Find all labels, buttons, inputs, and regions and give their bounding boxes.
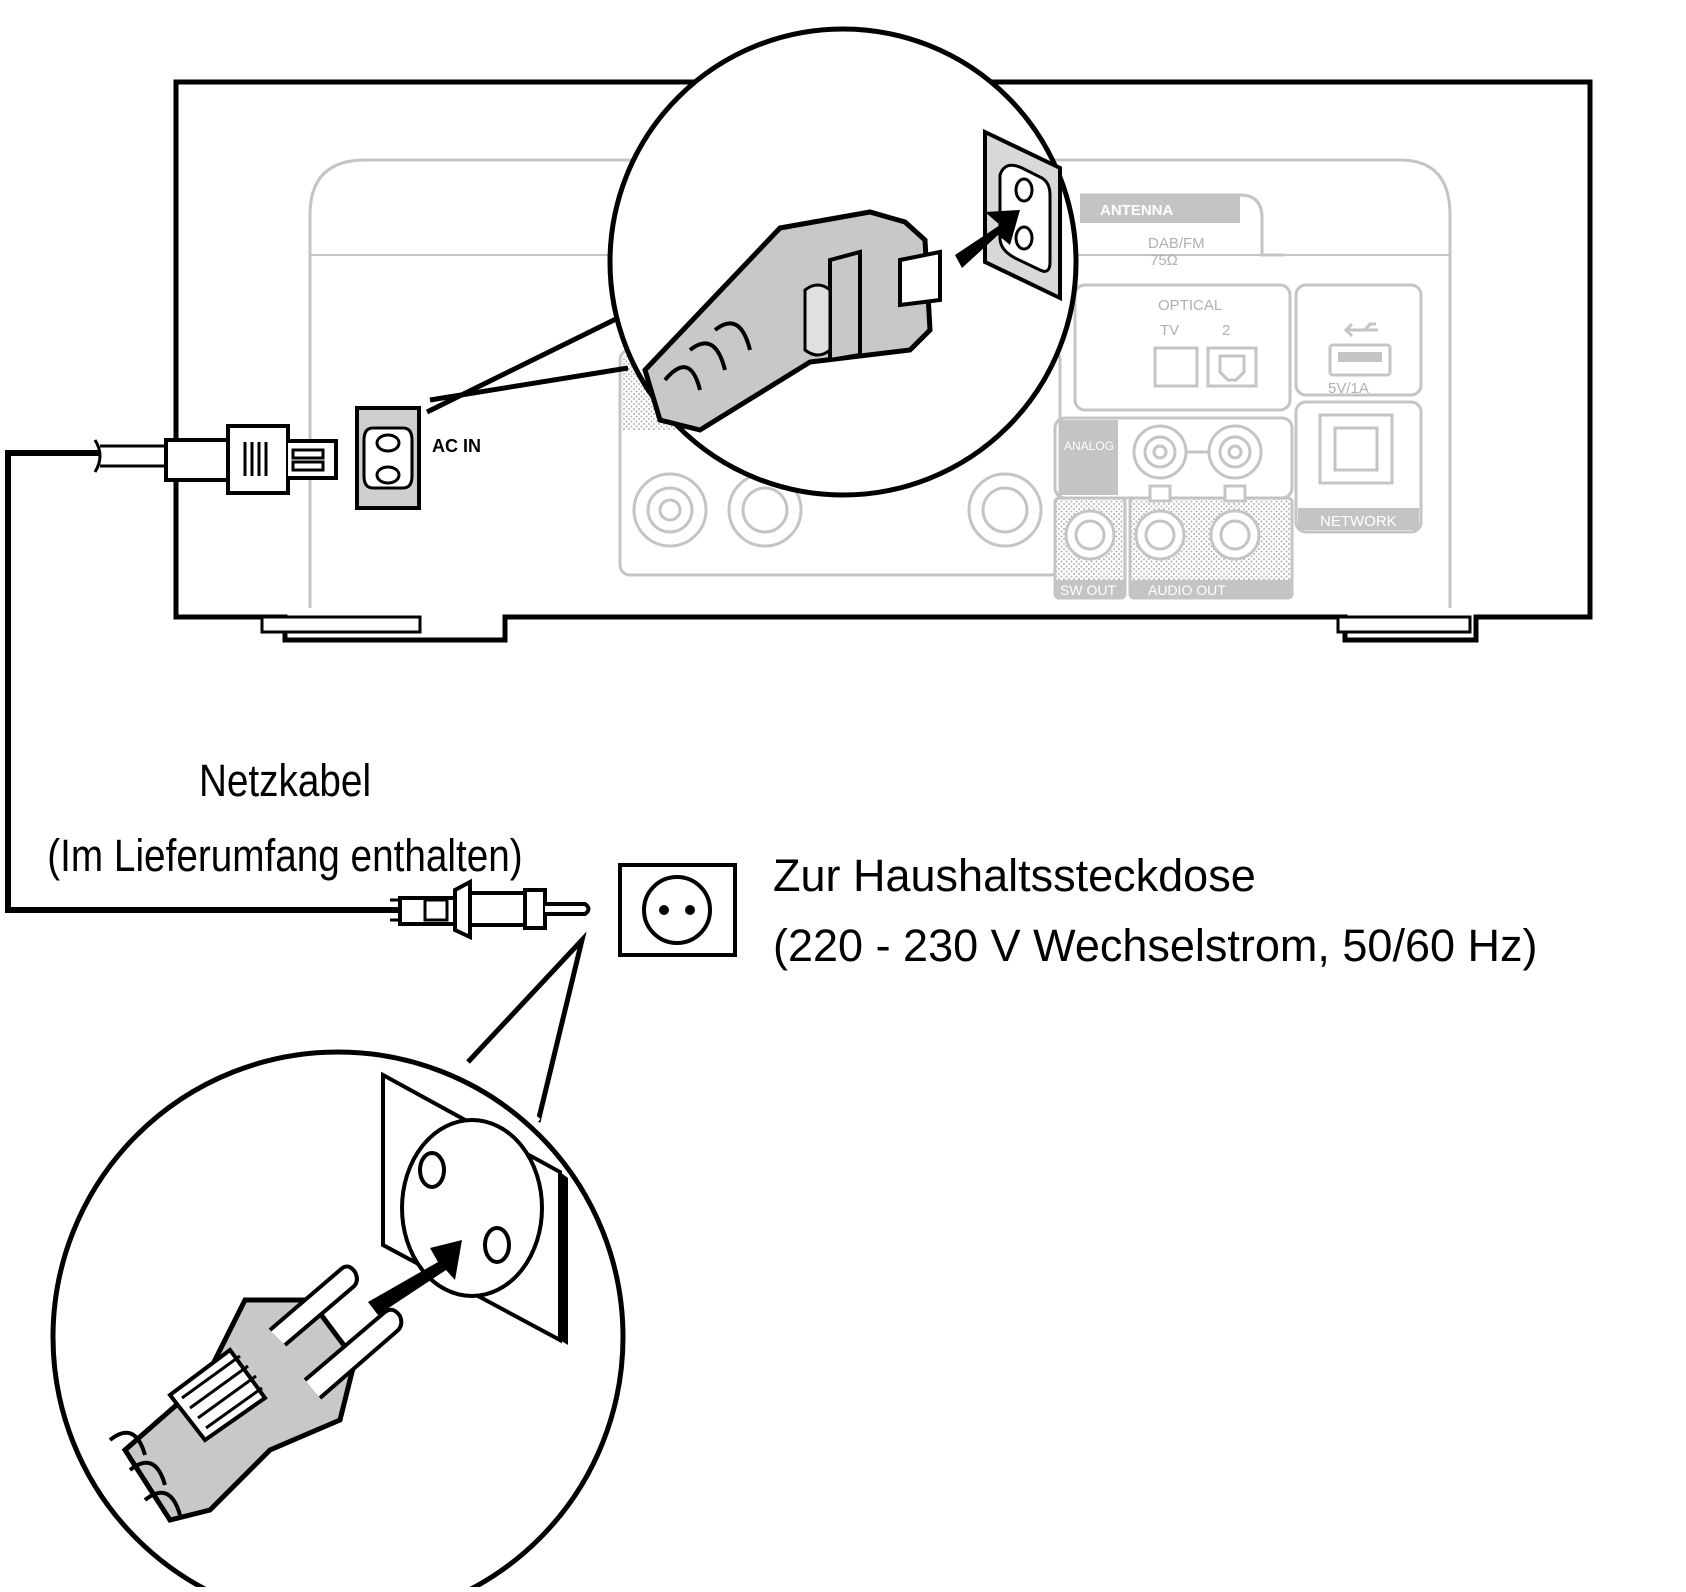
audio-out-label: AUDIO OUT bbox=[1148, 582, 1226, 598]
cable-title: Netzkabel bbox=[198, 755, 372, 806]
network-label: NETWORK bbox=[1320, 513, 1397, 530]
arrow-icon bbox=[955, 210, 1020, 268]
ac-in-label: AC IN bbox=[432, 436, 481, 456]
mains-plug bbox=[390, 878, 591, 941]
panel-labels: ANTENNA DAB/FM 75Ω OPTICAL TV 2 5V/1A NE… bbox=[1060, 202, 1397, 598]
iec-plug-closeup bbox=[642, 209, 942, 433]
channel-l-label: L bbox=[1229, 486, 1236, 501]
antenna-impedance-label: 75Ω bbox=[1150, 252, 1178, 269]
cable-note: (Im Lieferumfang enthalten) bbox=[47, 830, 523, 881]
schuko-plug-closeup bbox=[108, 1264, 404, 1523]
speaker-terminal bbox=[632, 472, 1043, 548]
analog-in-label: ANALOG IN bbox=[1064, 439, 1129, 453]
zoom-callout-outlet bbox=[50, 931, 626, 1592]
arrow-icon bbox=[368, 1240, 462, 1315]
antenna-type-label: DAB/FM bbox=[1148, 235, 1205, 252]
optical-port-1-label: TV bbox=[1160, 322, 1179, 339]
channel-r-label: R bbox=[1153, 486, 1162, 501]
outlet-note: (220 - 230 V Wechselstrom, 50/60 Hz) bbox=[773, 920, 1538, 971]
power-cable bbox=[5, 424, 591, 941]
optical-port-2-label: 2 bbox=[1222, 322, 1230, 339]
iec-plug bbox=[164, 424, 338, 495]
antenna-label: ANTENNA bbox=[1100, 202, 1173, 219]
sw-out-label: SW OUT bbox=[1060, 582, 1116, 598]
optical-label: OPTICAL bbox=[1158, 297, 1222, 314]
usb-rating-label: 5V/1A bbox=[1328, 380, 1369, 397]
terminal-area bbox=[618, 193, 1423, 600]
ac-in-socket: AC IN bbox=[355, 406, 481, 510]
wall-outlet bbox=[618, 863, 737, 957]
iec-socket-closeup bbox=[983, 128, 1062, 302]
outlet-title: Zur Haushaltssteckdose bbox=[773, 850, 1256, 901]
zoom-callout-device bbox=[425, 26, 1079, 498]
